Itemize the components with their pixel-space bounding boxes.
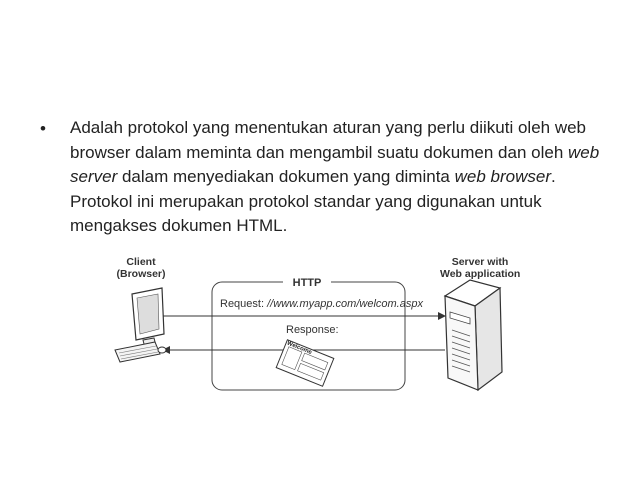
bullet-text-part-2: dalam menyediakan dokumen yang diminta	[117, 167, 455, 186]
request-url: //www.myapp.com/welcom.aspx	[267, 298, 423, 310]
client-label: Client (Browser)	[116, 256, 166, 280]
client-label-line-2: (Browser)	[116, 268, 166, 280]
bullet-text: Adalah protokol yang menentukan aturan y…	[70, 116, 610, 239]
bullet-italic-web-browser: web browser	[454, 167, 551, 186]
server-tower-icon	[443, 279, 503, 392]
server-label-line-1: Server with	[451, 256, 509, 268]
response-label: Response:	[286, 324, 339, 336]
client-computer-icon	[114, 287, 167, 363]
server-label-line-2: Web application	[440, 268, 521, 280]
request-arrowhead	[438, 312, 446, 320]
bullet-text-part-3: . Protokol ini merupakan protokol standa…	[70, 167, 556, 235]
server-label: Server with Web application	[440, 256, 520, 280]
bullet-symbol: •	[40, 119, 46, 138]
http-diagram-graphic: Welcome	[114, 278, 503, 392]
http-label: HTTP	[292, 277, 322, 289]
request-prefix: Request:	[220, 298, 268, 310]
client-label-line-1: Client	[126, 256, 156, 268]
http-diagram: Welcome Client (Browser) Server	[100, 250, 540, 410]
bullet-text-part-1: Adalah protokol yang menentukan aturan y…	[70, 118, 587, 162]
request-label: Request: //www.myapp.com/welcom.aspx	[220, 298, 423, 310]
http-label-gap	[283, 278, 331, 288]
bullet-italic-web-server: web server	[70, 142, 600, 187]
